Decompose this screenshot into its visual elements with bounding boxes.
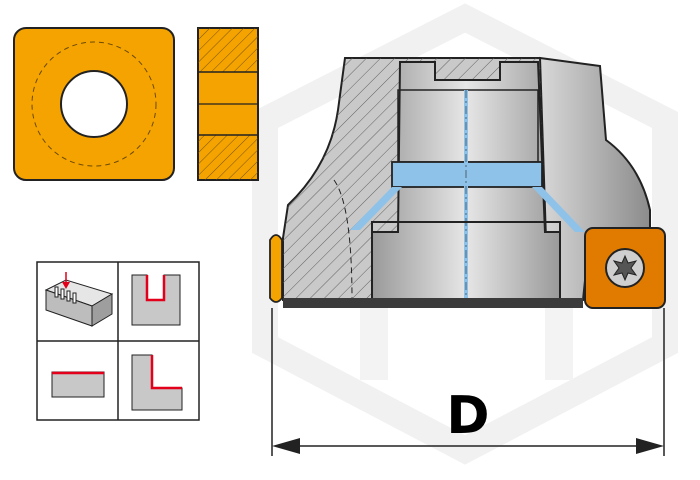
insert-side-section — [197, 27, 259, 181]
arrow-left-icon — [272, 438, 300, 454]
cutter-body — [282, 56, 651, 308]
insert-hole-icon — [60, 70, 128, 138]
insert-top-view — [13, 27, 175, 181]
slot-profile-icon — [131, 274, 181, 326]
slotting-icon — [44, 272, 114, 327]
left-insert — [269, 234, 283, 303]
right-insert — [584, 227, 666, 309]
shoulder-milling-icon — [131, 354, 183, 411]
diameter-dimension: D — [271, 308, 665, 456]
face-milling-icon — [51, 371, 105, 398]
arrow-right-icon — [636, 438, 664, 454]
operations-grid — [36, 261, 200, 421]
dimension-label: D — [446, 386, 489, 446]
